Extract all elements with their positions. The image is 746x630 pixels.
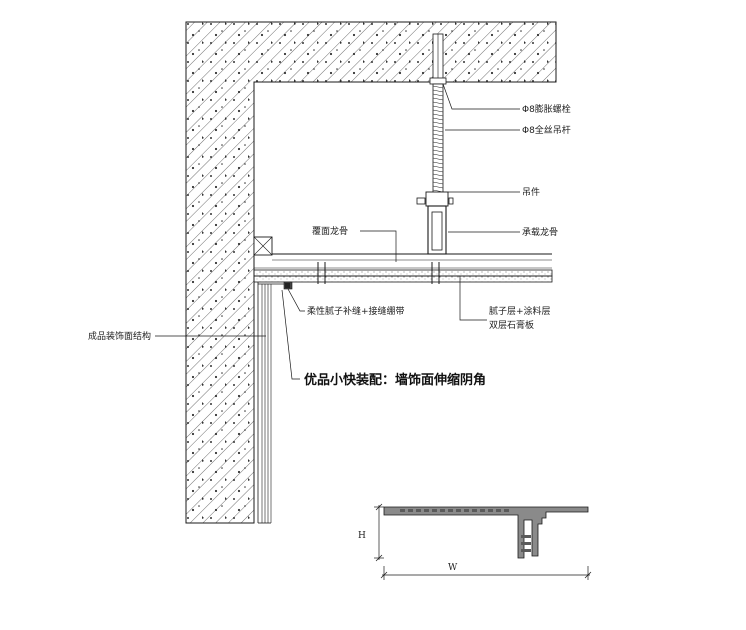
profile-detail [383,506,589,559]
label-putty-coating: 腻子层+涂料层 [489,305,551,317]
label-flexible-putty: 柔性腻子补缝+接缝绷带 [307,305,405,317]
label-double-gypsum: 双层石膏板 [489,319,534,331]
label-wall-structure: 成品装饰面结构 [88,330,151,342]
dimension-w [380,566,592,580]
leader-lines [155,83,520,380]
corner-box [253,236,273,256]
corner-joint [283,281,293,290]
dimension-h-label: H [358,531,366,541]
dimension-h [374,503,384,562]
label-main-keel: 承载龙骨 [522,226,558,238]
threaded-rod [429,33,447,195]
double-gypsum-board [253,267,553,283]
label-hanger: 吊件 [522,186,540,198]
concrete-structure [185,21,557,524]
drawing-title: 优品小快装配：墙饰面伸缩阴角 [304,372,486,388]
label-threaded-rod: Φ8全丝吊杆 [522,124,571,136]
label-cover-keel: 覆面龙骨 [312,225,348,237]
hanger [416,191,454,255]
screws [317,262,440,284]
label-expansion-bolt: Φ8膨胀螺栓 [522,103,571,115]
wall-panel-structure [257,282,284,524]
cover-keel [254,253,552,261]
dimension-w-label: W [448,563,458,573]
